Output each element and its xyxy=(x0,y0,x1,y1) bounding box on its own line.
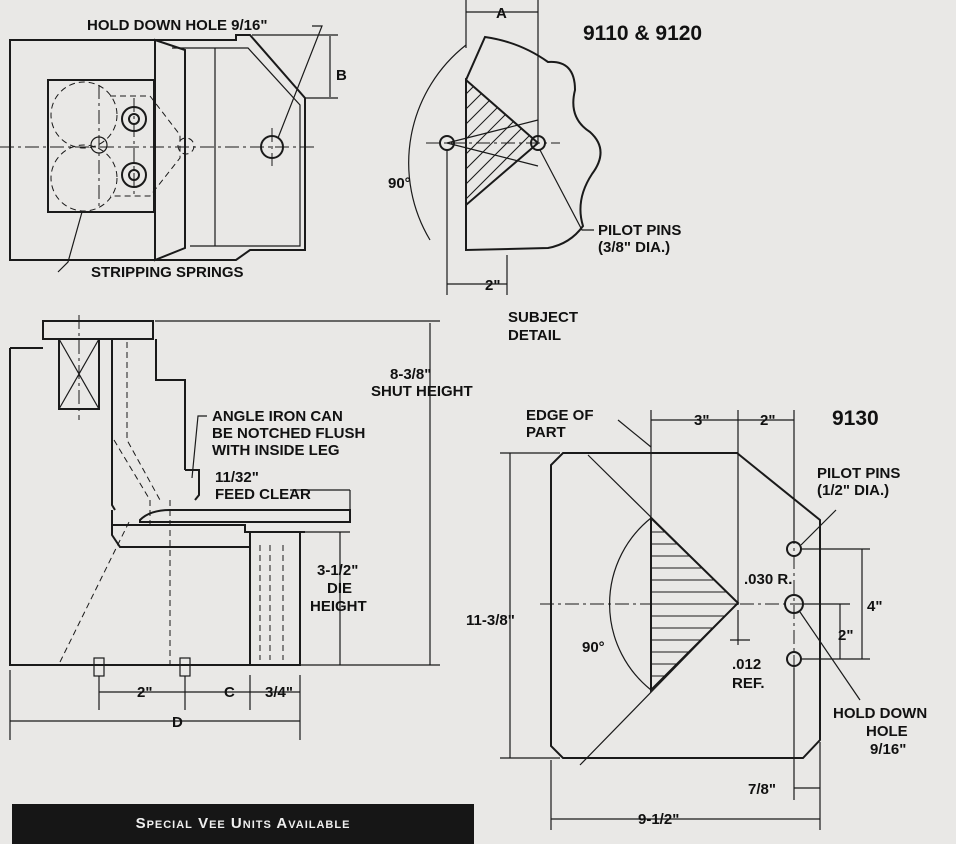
stripper-plate xyxy=(139,509,351,523)
angle-9130-label: 90° xyxy=(582,639,605,656)
dim-4-label: 4" xyxy=(867,598,882,615)
radius-label: .030 R. xyxy=(744,571,792,588)
seven-eighths-label: 7/8" xyxy=(748,781,776,798)
subject-caption-2: DETAIL xyxy=(508,327,561,344)
springs-leader xyxy=(57,211,83,273)
bolt-right xyxy=(179,657,191,677)
die-top-left xyxy=(111,510,250,548)
pilot-pins-label-1: PILOT PINS xyxy=(598,222,681,239)
subject-construction-1 xyxy=(446,119,539,144)
height-label: 11-3/8" xyxy=(466,612,515,629)
angle-iron-note-3: WITH INSIDE LEG xyxy=(212,442,340,459)
width-label: 9-1/2" xyxy=(638,811,679,828)
angle-iron-vert xyxy=(185,469,200,501)
die-shoe-top xyxy=(112,524,305,533)
subject-dim-2-label: 2" xyxy=(485,277,500,294)
feed-clear-label: FEED CLEAR xyxy=(215,486,311,503)
die-height-label-1: DIE xyxy=(327,580,352,597)
hold-down-9130-label-1: HOLD DOWN xyxy=(833,705,927,722)
punch-right xyxy=(155,339,186,470)
side-body-outline xyxy=(9,348,250,666)
subject-vee xyxy=(465,77,540,208)
punch-dash-2 xyxy=(113,439,151,530)
subject-angle-arc xyxy=(408,44,467,241)
subject-caption-1: SUBJECT xyxy=(508,309,578,326)
punch-dash-1 xyxy=(126,342,161,501)
edge-of-part-label-1: EDGE OF xyxy=(526,407,594,424)
plan-outline xyxy=(9,34,306,261)
spring-pocket xyxy=(47,79,155,213)
pilot-pins-9130-leader xyxy=(800,509,837,546)
side-dash-angle xyxy=(59,519,131,663)
angle-arc-9130 xyxy=(609,517,652,691)
dim-d-label: D xyxy=(172,714,183,731)
hold-down-hole-label: HOLD DOWN HOLE 9/16" xyxy=(87,17,267,34)
dim-a-label: A xyxy=(496,5,507,22)
edge-of-part-label-2: PART xyxy=(526,424,566,441)
pilot-pins-label-2: (3/8" DIA.) xyxy=(598,239,670,256)
pilot-pins-9130-label-1: PILOT PINS xyxy=(817,465,900,482)
view-9130: 9130 xyxy=(466,407,927,830)
stripping-spring-bottom xyxy=(50,144,118,212)
hold-down-leader xyxy=(277,25,323,139)
hold-down-9130-label-3: 9/16" xyxy=(870,741,906,758)
hold-down-9130-label-2: HOLE xyxy=(866,723,908,740)
pilot-pins-leader xyxy=(539,149,594,231)
dim-c-label: C xyxy=(224,684,235,701)
subject-part-outline xyxy=(465,35,602,252)
feed-clear-value: 11/32" xyxy=(215,469,259,486)
subject-angle-label: 90° xyxy=(388,175,411,192)
plan-inner-profile xyxy=(172,47,301,247)
plan-dash-hole xyxy=(177,137,195,155)
stripping-springs-label: STRIPPING SPRINGS xyxy=(91,264,244,281)
vee-construction-bottom xyxy=(579,602,739,766)
angle-iron-leader xyxy=(191,415,207,479)
dim-3-label: 3" xyxy=(694,412,709,429)
special-units-banner: Special Vee Units Available xyxy=(12,804,474,844)
angle-iron-note-2: BE NOTCHED FLUSH xyxy=(212,425,365,442)
bolt-left xyxy=(93,657,105,677)
model-title: 9110 & 9120 xyxy=(583,22,702,45)
plate-9130-outline xyxy=(550,452,821,759)
top-plate xyxy=(42,320,154,340)
subject-construction-2 xyxy=(446,142,539,167)
pilot-pins-9130-label-2: (1/2" DIA.) xyxy=(817,482,889,499)
edge-of-part-leader xyxy=(617,419,652,448)
side-view: 8-3/8" SHUT HEIGHT ANGLE IRON CAN BE NOT… xyxy=(9,315,473,740)
die-height-label-2: HEIGHT xyxy=(310,598,367,615)
stripping-spring-top xyxy=(50,81,118,149)
dim-2-side-label: 2" xyxy=(838,627,853,644)
punch-left xyxy=(111,339,116,511)
top-plan-view: HOLD DOWN HOLE 9/16" B STRIPPING SPRINGS xyxy=(0,17,347,281)
shut-height-label: SHUT HEIGHT xyxy=(371,383,473,400)
subject-detail: 9110 & 9120 A xyxy=(388,0,702,344)
ref-label-2: REF. xyxy=(732,675,765,692)
dim-three-quarter-label: 3/4" xyxy=(265,684,293,701)
dim-b-label: B xyxy=(336,67,347,84)
ref-label-1: .012 xyxy=(732,656,761,673)
die-height-value: 3-1/2" xyxy=(317,562,358,579)
side-dim-2-label: 2" xyxy=(137,684,152,701)
dim-2-top-label: 2" xyxy=(760,412,775,429)
angle-iron-note-1: ANGLE IRON CAN xyxy=(212,408,343,425)
die-block xyxy=(249,532,301,666)
shut-height-value: 8-3/8" xyxy=(390,366,431,383)
subject-hatch xyxy=(466,80,538,205)
vee-construction-top xyxy=(587,454,739,604)
model-9130-title: 9130 xyxy=(832,407,879,430)
hold-down-9130-leader xyxy=(799,611,861,701)
